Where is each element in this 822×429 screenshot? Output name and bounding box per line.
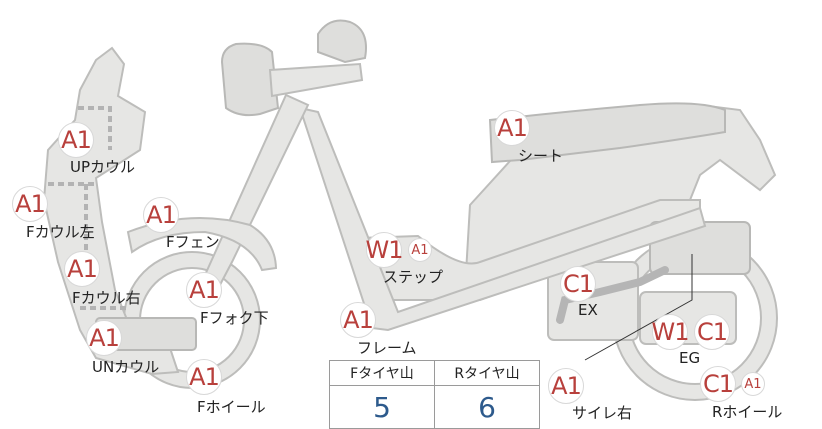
seat-label: シート bbox=[518, 147, 564, 165]
tire-tread-table: Fタイヤ山 Rタイヤ山 5 6 bbox=[329, 360, 540, 429]
f-fork-lower-label: Fフォク下 bbox=[200, 309, 269, 327]
eg-badge-2[interactable]: C1 bbox=[694, 314, 730, 350]
f-fork-lower-badge[interactable]: A1 bbox=[186, 272, 222, 308]
frame-badge[interactable]: A1 bbox=[340, 302, 376, 338]
step-badge-sub[interactable]: A1 bbox=[408, 238, 432, 262]
eg-pointer-line bbox=[584, 254, 693, 361]
step-label: ステップ bbox=[383, 268, 444, 286]
frame-label: フレーム bbox=[357, 339, 417, 357]
up-cowl-label: UPカウル bbox=[70, 158, 136, 176]
r-wheel-badge-sub[interactable]: A1 bbox=[741, 372, 765, 396]
f-cowl-left-badge[interactable]: A1 bbox=[12, 186, 48, 222]
un-cowl-label: UNカウル bbox=[92, 358, 160, 376]
ex-label: EX bbox=[578, 301, 598, 319]
f-fender-badge[interactable]: A1 bbox=[143, 197, 179, 233]
muffler-right-badge[interactable]: A1 bbox=[548, 368, 584, 404]
ex-badge[interactable]: C1 bbox=[560, 266, 596, 302]
f-fender-label: Fフェン bbox=[166, 233, 220, 251]
front-tire-value: 5 bbox=[329, 385, 435, 429]
up-cowl-badge[interactable]: A1 bbox=[58, 122, 94, 158]
seat-shape bbox=[488, 102, 726, 164]
r-wheel-badge-main[interactable]: C1 bbox=[700, 366, 736, 402]
exhaust-pipe bbox=[556, 266, 669, 324]
step-badge-main[interactable]: W1 bbox=[366, 232, 404, 268]
mirror-shape bbox=[317, 19, 367, 64]
front-fork-shape bbox=[194, 93, 310, 302]
seat-badge[interactable]: A1 bbox=[494, 110, 530, 146]
front-tire-header: Fタイヤ山 bbox=[329, 360, 435, 386]
frame-tube-shape bbox=[298, 106, 707, 332]
eg-label: EG bbox=[679, 349, 701, 367]
muffler-right-label: サイレ右 bbox=[572, 404, 633, 422]
headlight-shape bbox=[220, 42, 280, 117]
f-wheel-badge[interactable]: A1 bbox=[186, 359, 222, 395]
handle-shape bbox=[268, 62, 364, 98]
f-cowl-right-badge[interactable]: A1 bbox=[64, 251, 100, 287]
f-cowl-left-label: Fカウル左 bbox=[26, 223, 95, 241]
un-cowl-badge[interactable]: A1 bbox=[86, 320, 122, 356]
f-wheel-label: Fホイール bbox=[197, 398, 266, 416]
r-wheel-label: Rホイール bbox=[712, 403, 783, 421]
f-cowl-right-label: Fカウル右 bbox=[72, 289, 141, 307]
rear-tire-header: Rタイヤ山 bbox=[434, 360, 540, 386]
eg-badge-1[interactable]: W1 bbox=[652, 314, 690, 350]
rear-tire-value: 6 bbox=[434, 385, 540, 429]
